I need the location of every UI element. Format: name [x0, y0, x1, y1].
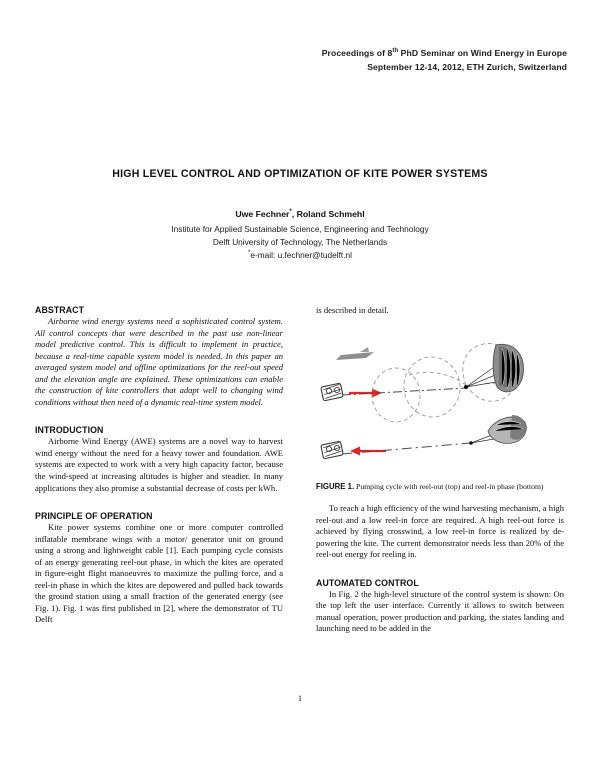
kite-reel-out-icon — [492, 343, 524, 392]
principle-of-operation-text: Kite power systems combine one or more c… — [35, 522, 283, 625]
email-text: e-mail: u.fechner@tudelft.nl — [250, 250, 352, 260]
corresponding-author-marker: * — [289, 209, 292, 216]
kite-control-unit-reel-in-icon — [469, 440, 473, 445]
continued-paragraph: is described in detail. — [316, 305, 389, 315]
heading-abstract: ABSTRACT — [35, 305, 85, 315]
automated-control-text: In Fig. 2 the high-level structure of th… — [316, 588, 564, 634]
left-column: ABSTRACT Airborne wind energy systems ne… — [35, 305, 283, 626]
ground-station-reel-in-icon — [320, 440, 344, 459]
running-head-line-1-post: PhD Seminar on Wind Energy in Europe — [398, 48, 567, 58]
running-head-line-1: Proceedings of 8th PhD Seminar on Wind E… — [147, 47, 567, 61]
affiliation-university: Delft University of Technology, The Neth… — [212, 237, 388, 247]
heading-automated-control: AUTOMATED CONTROL — [316, 577, 419, 588]
ordinal-suffix: th — [392, 48, 399, 55]
kite-reel-in-icon — [487, 414, 527, 444]
figure-1-caption: FIGURE 1. Pumping cycle with reel-out (t… — [316, 482, 564, 492]
efficiency-paragraph: To reach a high efficiency of the wind h… — [316, 502, 564, 560]
heading-introduction: INTRODUCTION — [35, 425, 104, 436]
reel-in-arrow-icon — [350, 446, 386, 456]
wind-indicator-icon — [336, 346, 374, 360]
right-column: is described in detail. — [316, 305, 564, 635]
running-head: Proceedings of 8th PhD Seminar on Wind E… — [147, 47, 567, 74]
bridle-lines-reel-in — [470, 434, 495, 443]
author-first: Uwe Fechner — [235, 209, 290, 219]
figure-1: FIGURE 1. Pumping cycle with reel-out (t… — [316, 325, 564, 492]
paper-title: HIGH LEVEL CONTROL AND OPTIMIZATION OF K… — [112, 168, 488, 180]
affiliation-institute: Institute for Applied Sustainable Scienc… — [171, 224, 429, 234]
ground-station-reel-out-icon — [320, 382, 344, 401]
tether-line-reel-out — [341, 387, 467, 396]
figure-1-label: FIGURE 1. — [316, 481, 355, 491]
heading-principle-of-operation: PRINCIPLE OF OPERATION — [35, 511, 153, 522]
running-head-line-1-pre: Proceedings of 8 — [321, 48, 393, 58]
author-list: Uwe Fechner*, Roland Schmehl — [0, 209, 600, 219]
figure-1-caption-text: Pumping cycle with reel-out (top) and re… — [356, 481, 544, 491]
page-number: 1 — [297, 694, 303, 703]
figure-1-illustration — [320, 342, 527, 459]
abstract-text: Airborne wind energy systems need a soph… — [35, 316, 283, 407]
author-second: , Roland Schmehl — [291, 209, 365, 219]
running-head-line-2: September 12-14, 2012, ETH Zurich, Switz… — [367, 61, 567, 72]
introduction-text: Airborne Wind Energy (AWE) systems are a… — [35, 436, 283, 493]
email-marker: * — [248, 250, 251, 257]
tether-line-reel-in — [341, 442, 472, 455]
kite-control-unit-reel-out-icon — [464, 384, 468, 389]
author-email: *e-mail: u.fechner@tudelft.nl — [0, 249, 600, 262]
